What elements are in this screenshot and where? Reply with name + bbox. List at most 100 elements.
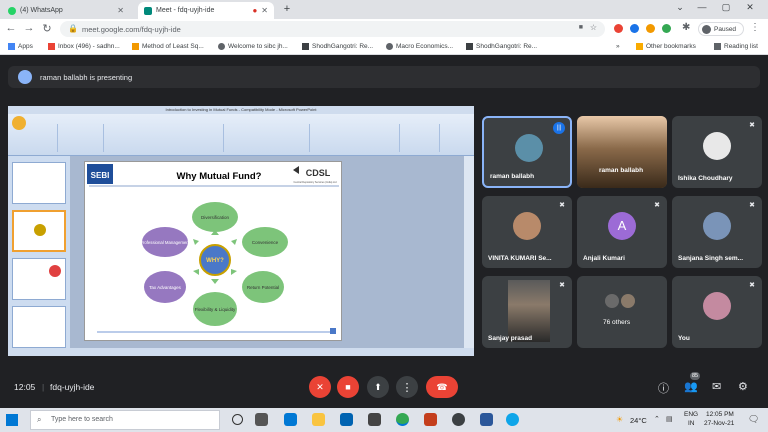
participant-tile-others[interactable]: 76 others — [577, 276, 667, 348]
maximize-button[interactable]: ▢ — [721, 2, 731, 12]
camera-off-button[interactable]: ■ — [337, 376, 359, 398]
bookmark-apps[interactable]: Apps — [8, 43, 33, 50]
clock-date: 27-Nov-21 — [704, 420, 735, 427]
edge-icon[interactable] — [506, 413, 519, 426]
present-button[interactable]: ⬆ — [367, 376, 389, 398]
language-region: IN — [688, 420, 695, 427]
chat-icon[interactable]: ✉ — [712, 381, 722, 393]
ribbon-group — [58, 124, 104, 152]
bookmark-other[interactable]: Other bookmarks — [636, 43, 696, 50]
reload-icon[interactable]: ↻ — [42, 23, 52, 35]
participant-tile[interactable]: ✖ VINITA KUMARI Se... — [482, 196, 572, 268]
leave-call-button[interactable]: ☎ — [426, 376, 458, 398]
avatar — [621, 294, 635, 308]
participant-tile[interactable]: ✖ Ishika Choudhary — [672, 116, 762, 188]
arrow-icon — [193, 239, 199, 245]
close-icon[interactable]: ✕ — [261, 6, 268, 15]
extension-icon[interactable] — [646, 24, 655, 33]
presenting-banner: raman ballabh is presenting — [8, 66, 760, 88]
extension-icon[interactable] — [630, 24, 639, 33]
tab-search-icon[interactable]: ⌄ — [676, 2, 684, 12]
camera-icon[interactable]: ■ — [578, 24, 583, 31]
chevron-up-icon[interactable]: ⌃ — [654, 416, 660, 423]
speaking-indicator-icon: ||| — [553, 122, 565, 134]
bookmark-method[interactable]: Method of Least Sq... — [132, 43, 204, 50]
close-icon[interactable]: ✕ — [117, 6, 124, 15]
weather-icon[interactable]: ☀ — [616, 415, 624, 424]
participant-tile[interactable]: ✖ You — [672, 276, 762, 348]
info-icon[interactable]: ⓘ — [658, 383, 669, 395]
avatar — [513, 212, 541, 240]
activities-icon[interactable]: ⚙ — [738, 381, 748, 393]
camera-feed — [577, 116, 667, 188]
avatar — [703, 132, 731, 160]
clock-time[interactable]: 12:05 PM — [706, 411, 734, 418]
app-icon[interactable] — [368, 413, 381, 426]
new-tab-button[interactable]: + — [283, 3, 291, 15]
chevron-double-right-icon[interactable]: » — [616, 43, 620, 50]
scrollbar[interactable] — [464, 156, 474, 348]
bookmark-welcome[interactable]: Welcome to sibc jh... — [218, 43, 288, 50]
cdsl-logo-text: CDSL — [306, 168, 331, 178]
store-icon[interactable] — [340, 413, 353, 426]
mic-off-icon: ✖ — [749, 122, 755, 129]
participant-name: Sanjay prasad — [488, 335, 533, 342]
arrow-down-icon — [211, 279, 219, 284]
url-input[interactable]: 🔒 meet.google.com/fdq-uyjh-ide ■ ☆ — [60, 21, 605, 37]
star-icon[interactable]: ☆ — [589, 23, 597, 32]
taskbar-search-input[interactable]: ⌕ Type here to search — [30, 410, 220, 430]
network-icon[interactable]: ▤ — [666, 416, 673, 423]
tab-meet[interactable]: Meet - fdq-uyjh-ide ● ✕ — [138, 2, 274, 19]
windows-start-icon[interactable] — [6, 414, 18, 426]
task-view-icon[interactable] — [255, 413, 268, 426]
back-arrow-icon[interactable]: ← — [5, 22, 17, 34]
mic-off-icon: ✖ — [559, 282, 565, 289]
language[interactable]: ENG — [684, 411, 699, 418]
globe-icon — [386, 43, 393, 50]
bookmark-reading-list[interactable]: Reading list — [714, 43, 758, 50]
participant-tile[interactable]: ✖ Sanjana Singh sem... — [672, 196, 762, 268]
participant-name: 76 others — [603, 319, 631, 326]
bookmark-shodh1[interactable]: ShodhGangotri: Re... — [302, 43, 373, 50]
present-icon: ⬆ — [374, 381, 382, 392]
bookmark-inbox[interactable]: Inbox (496) - sadhn... — [48, 43, 120, 50]
file-explorer-icon[interactable] — [312, 413, 325, 426]
puzzle-icon[interactable]: ✱ — [682, 22, 691, 33]
participant-tile[interactable]: raman ballabh — [577, 116, 667, 188]
forward-arrow-icon[interactable]: → — [23, 22, 35, 34]
bookmark-shodh2[interactable]: ShodhGangotri: Re... — [466, 43, 537, 50]
extension-icon[interactable] — [614, 24, 623, 33]
app-icon[interactable] — [452, 413, 465, 426]
bookmark-macro[interactable]: Macro Economics... — [386, 43, 453, 50]
slide-diagram: SEBI Why Mutual Fund? CDSL Central Depos… — [87, 164, 339, 334]
participant-tile[interactable]: ✖ Sanjay prasad — [482, 276, 572, 348]
participant-tile[interactable]: A ✖ Anjali Kumari — [577, 196, 667, 268]
reason-node-professional — [142, 227, 188, 257]
url-text: meet.google.com/fdq-uyjh-ide — [82, 25, 181, 34]
word-icon[interactable] — [480, 413, 493, 426]
tab-label: (4) WhatsApp — [20, 7, 63, 14]
reason-label: Convenience — [252, 240, 279, 245]
kebab-menu-icon[interactable]: ⋮ — [750, 22, 760, 33]
extension-icon[interactable] — [662, 24, 671, 33]
notification-icon[interactable]: 🗨 — [748, 414, 760, 424]
tab-whatsapp[interactable]: (4) WhatsApp ✕ — [2, 2, 130, 19]
people-icon[interactable]: 👥 — [684, 381, 698, 393]
close-window-button[interactable]: ✕ — [746, 2, 754, 12]
minimize-button[interactable]: — — [697, 2, 707, 12]
reason-label: Diversification — [201, 215, 230, 220]
reason-node-convenience — [242, 227, 288, 257]
chrome-icon[interactable] — [396, 413, 409, 426]
mic-off-icon: ✖ — [749, 282, 755, 289]
powerpoint-icon[interactable] — [424, 413, 437, 426]
edge-icon[interactable] — [284, 413, 297, 426]
mic-off-button[interactable]: ✕ — [309, 376, 331, 398]
cortana-icon[interactable] — [232, 414, 243, 425]
sebi-logo — [87, 164, 113, 184]
participant-tile[interactable]: ||| raman ballabh — [482, 116, 572, 188]
arrow-icon — [193, 269, 199, 275]
profile-button[interactable]: Paused — [698, 22, 744, 36]
thumbnail-art — [34, 224, 46, 236]
more-options-button[interactable]: ⋮ — [396, 376, 418, 398]
center-node — [199, 244, 231, 276]
